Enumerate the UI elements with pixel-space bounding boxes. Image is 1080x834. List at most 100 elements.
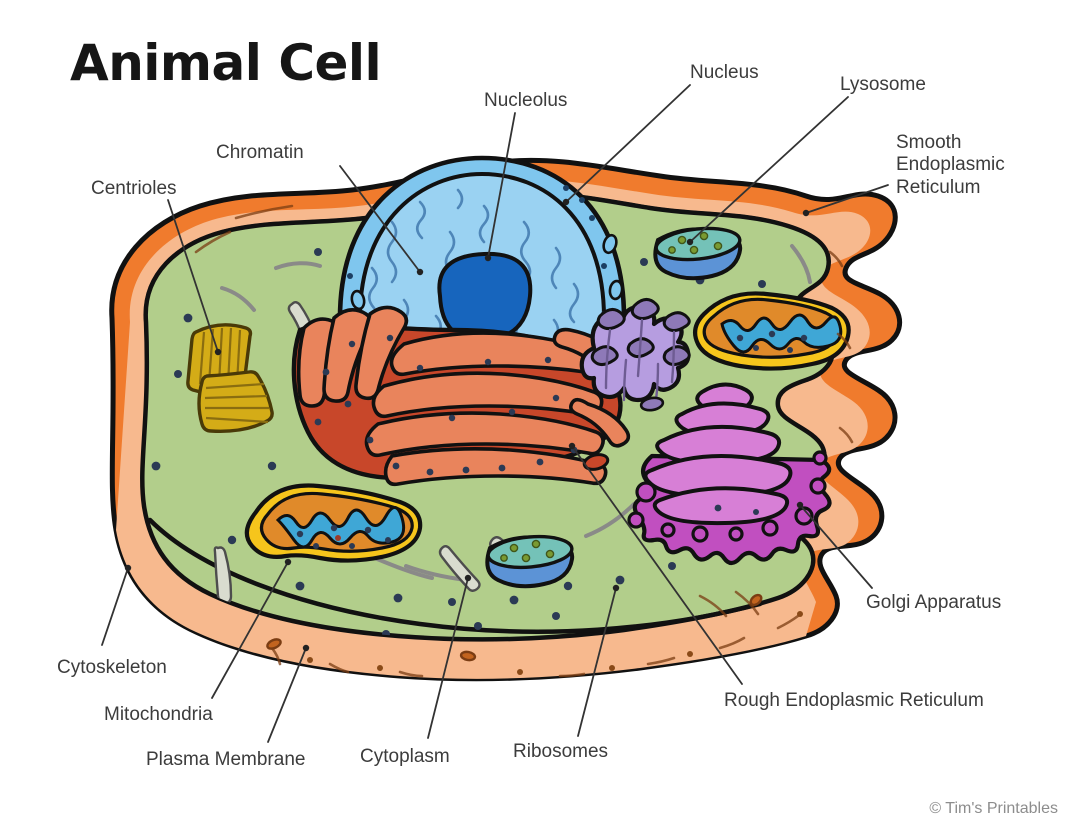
centriole-horizontal: [197, 370, 274, 433]
label-rough-er: Rough Endoplasmic Reticulum: [724, 690, 984, 711]
lysosome-enzyme: [509, 543, 519, 553]
leader-endpoint-lysosome: [686, 238, 694, 246]
membrane-pore: [266, 638, 282, 650]
ribosome-dot: [544, 356, 552, 364]
label-golgi: Golgi Apparatus: [866, 592, 1002, 613]
copyright-notice: © Tim's Printables: [929, 800, 1058, 817]
ribosome-dot: [615, 575, 625, 585]
mitochondria-granule: [736, 334, 744, 342]
cytoplasm-front-edge: [147, 517, 763, 634]
membrane-mark: [398, 670, 424, 678]
leader-endpoint-centrioles: [214, 348, 222, 356]
lysosome-enzyme: [521, 553, 531, 563]
membrane-pores-group: [266, 593, 763, 662]
golgi-vesicle: [691, 525, 709, 543]
ribosome-dot: [462, 466, 470, 474]
chromatin-strand: [568, 282, 580, 324]
lysosome-enzyme: [500, 554, 508, 562]
mitochondria-granule: [385, 537, 391, 543]
leader-endpoint-golgi: [796, 501, 804, 509]
mitochondria-granule: [787, 347, 793, 353]
page-title: Animal Cell: [70, 34, 382, 92]
chromatin-strand: [415, 200, 427, 240]
ribosome-dot: [508, 408, 516, 416]
label-centrioles: Centrioles: [91, 178, 177, 199]
chromatin-strand: [456, 188, 464, 210]
ribosome-dot: [484, 358, 492, 366]
leader-endpoint-plasma-membrane: [302, 644, 310, 652]
lysosome-1-group: [653, 226, 743, 281]
ribosome-dot: [563, 581, 573, 591]
lysosome-2-group: [485, 534, 575, 589]
golgi-cisterna: [652, 486, 790, 526]
smooth-er-pore: [639, 396, 665, 412]
membrane-dot: [797, 611, 803, 617]
ribosome-dot: [344, 400, 352, 408]
membrane-mark: [836, 332, 852, 350]
leader-endpoint-nucleolus: [484, 254, 492, 262]
ribosome-dot: [448, 414, 456, 422]
label-nucleus: Nucleus: [690, 62, 759, 83]
nuclear-pore: [608, 279, 624, 301]
golgi-vesicle: [809, 477, 827, 495]
ribosome-dot: [393, 593, 403, 603]
membrane-dots-group: [307, 611, 803, 675]
smooth-er-tubule-tip: [662, 311, 691, 333]
label-smooth-er: Smooth Endoplasmic Reticulum: [896, 132, 1005, 198]
mitochondria-granule: [313, 543, 319, 549]
smooth-er-tubule-tip: [662, 345, 691, 367]
leader-endpoint-chromatin: [416, 268, 424, 276]
cytoskeleton-filament: [584, 502, 636, 538]
membrane-pore: [459, 650, 477, 662]
ribosome-dot: [386, 334, 394, 342]
mitochondria-granule: [768, 330, 776, 338]
membrane-mark: [558, 672, 586, 678]
membrane-dot: [307, 657, 313, 663]
membrane-mark: [776, 614, 800, 630]
rough-er-group: [291, 305, 631, 487]
leader-line-cytoplasm: [427, 577, 469, 739]
lysosome-enzyme: [545, 549, 555, 559]
ribosome-dot: [498, 464, 506, 472]
leader-line-chromatin: [339, 165, 421, 273]
membrane-mark: [646, 656, 676, 666]
cytoskeleton-filament: [274, 261, 322, 270]
golgi-vesicle: [660, 522, 676, 538]
lysosome-enzyme: [713, 241, 723, 251]
ribosome-dot: [426, 468, 434, 476]
cytoskeleton-filament: [790, 244, 812, 284]
lysosome-rim: [486, 534, 574, 570]
smooth-er-group: [579, 298, 691, 412]
mitochondria-granule-red: [335, 535, 341, 541]
golgi-vesicle: [627, 511, 645, 529]
chromatin-strand: [367, 266, 379, 310]
nuclear-pore: [350, 289, 366, 311]
leader-endpoint-cytoplasm: [464, 574, 472, 582]
smooth-er-tubule-tip: [590, 345, 619, 367]
membrane-texture-group: [194, 204, 854, 678]
membrane-mark: [828, 250, 844, 268]
lysosome-enzyme: [668, 246, 676, 254]
mitochondria-granule: [330, 524, 338, 532]
chromatin-strand: [519, 220, 532, 282]
membrane-dot: [517, 669, 523, 675]
leader-endpoint-nucleus: [562, 198, 570, 206]
golgi-granule: [753, 509, 759, 515]
membrane-pore: [749, 593, 763, 607]
membrane-mark: [328, 662, 350, 674]
leader-endpoint-smooth-er: [802, 209, 810, 217]
membrane-dot: [377, 665, 383, 671]
leader-line-golgi: [799, 504, 873, 589]
label-ribosomes: Ribosomes: [513, 741, 609, 762]
leader-line-nucleolus: [487, 112, 516, 259]
golgi-vesicles: [627, 450, 828, 543]
ribosome-dot: [509, 595, 519, 605]
golgi-vesicle: [794, 506, 814, 526]
nucleolus: [437, 251, 533, 343]
label-lysosome: Lysosome: [840, 74, 926, 95]
lysosome-enzyme: [699, 231, 709, 241]
leader-endpoint-cytoskeleton: [124, 564, 132, 572]
label-cytoplasm: Cytoplasm: [360, 746, 450, 767]
leader-endpoint-ribosomes: [612, 584, 620, 592]
leader-endpoint-rough-er: [568, 442, 576, 450]
